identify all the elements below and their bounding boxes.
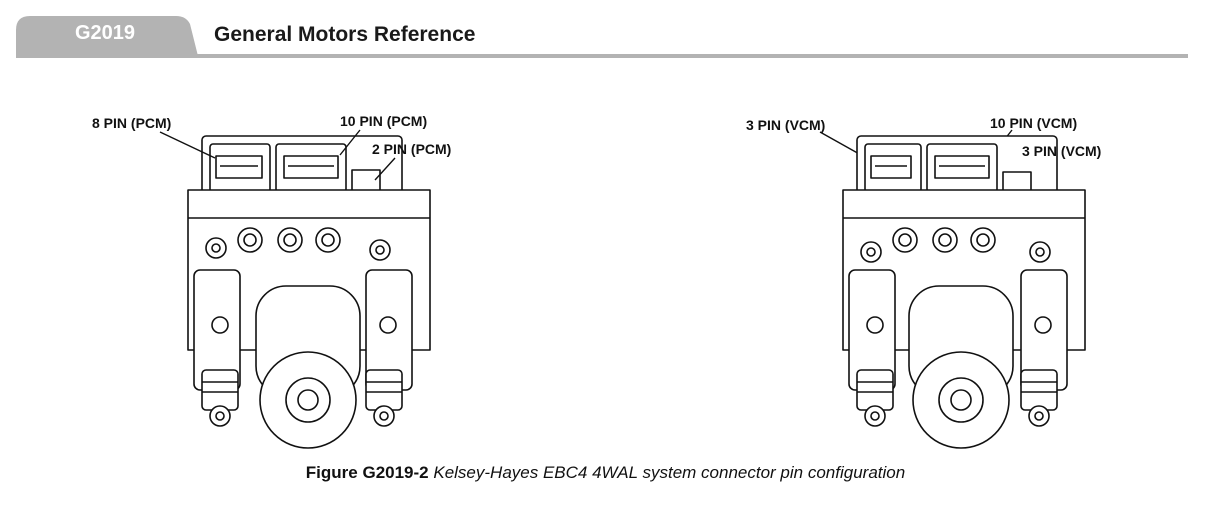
callout-8pin-pcm: 8 PIN (PCM) (92, 115, 172, 131)
figure-number: Figure G2019-2 (305, 463, 429, 482)
figure-description: Kelsey-Hayes EBC4 4WAL system connector … (433, 463, 906, 482)
page-title: General Motors Reference (214, 23, 476, 46)
pcm-unit-drawing (180, 100, 450, 450)
section-id: G2019 (74, 22, 136, 44)
callout-10pin-pcm: 10 PIN (PCM) (340, 113, 428, 129)
callout-2pin-pcm: 2 PIN (PCM) (372, 141, 452, 157)
callout-3pin-vcm-right: 3 PIN (VCM) (1022, 143, 1102, 159)
callout-3pin-vcm-left: 3 PIN (VCM) (746, 117, 826, 133)
header-rule (16, 54, 1188, 58)
figure-caption: Figure G2019-2 Kelsey-Hayes EBC4 4WAL sy… (0, 463, 1211, 483)
vcm-unit-drawing (835, 100, 1105, 450)
callout-10pin-vcm: 10 PIN (VCM) (990, 115, 1078, 131)
page-header: G2019 General Motors Reference (0, 0, 1211, 62)
section-tab (16, 16, 198, 56)
